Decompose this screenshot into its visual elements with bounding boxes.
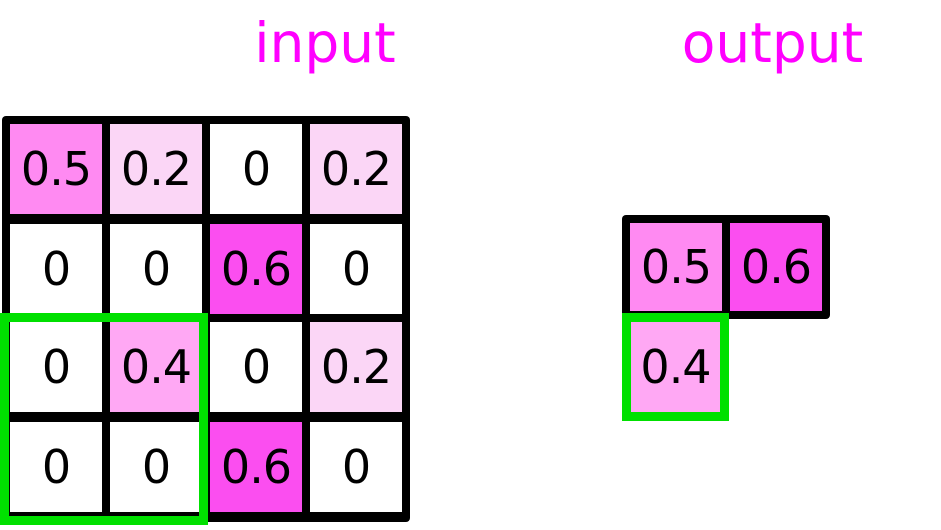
input-cell-r2c4[interactable]: 0 <box>310 224 402 314</box>
output-matrix-top-row: 0.5 0.6 <box>622 215 830 319</box>
input-cell-r1c4[interactable]: 0.2 <box>310 124 402 214</box>
output-cell-r2c1[interactable]: 0.4 <box>631 322 720 412</box>
input-cell-r4c2[interactable]: 0 <box>110 422 202 512</box>
input-cell-r1c1[interactable]: 0.5 <box>10 124 102 214</box>
input-cell-r3c4[interactable]: 0.2 <box>310 322 402 412</box>
input-cell-r4c3[interactable]: 0.6 <box>210 422 302 512</box>
input-cell-r3c3[interactable]: 0 <box>210 322 302 412</box>
input-cell-r2c3[interactable]: 0.6 <box>210 224 302 314</box>
input-matrix: 0.5 0.2 0 0.2 0 0 0.6 0 0 0.4 0 0.2 0 0 … <box>2 116 410 522</box>
input-cell-r2c2[interactable]: 0 <box>110 224 202 314</box>
input-cell-r4c1[interactable]: 0 <box>10 422 102 512</box>
input-cell-r1c3[interactable]: 0 <box>210 124 302 214</box>
input-cell-r3c2[interactable]: 0.4 <box>110 322 202 412</box>
output-cell-r1c1[interactable]: 0.5 <box>630 223 722 311</box>
input-cell-r2c1[interactable]: 0 <box>10 224 102 314</box>
input-cell-r1c2[interactable]: 0.2 <box>110 124 202 214</box>
input-cell-r4c4[interactable]: 0 <box>310 422 402 512</box>
input-title: input <box>254 11 396 75</box>
input-cell-r3c1[interactable]: 0 <box>10 322 102 412</box>
output-title: output <box>681 11 864 75</box>
output-cell-r1c2[interactable]: 0.6 <box>730 223 822 311</box>
